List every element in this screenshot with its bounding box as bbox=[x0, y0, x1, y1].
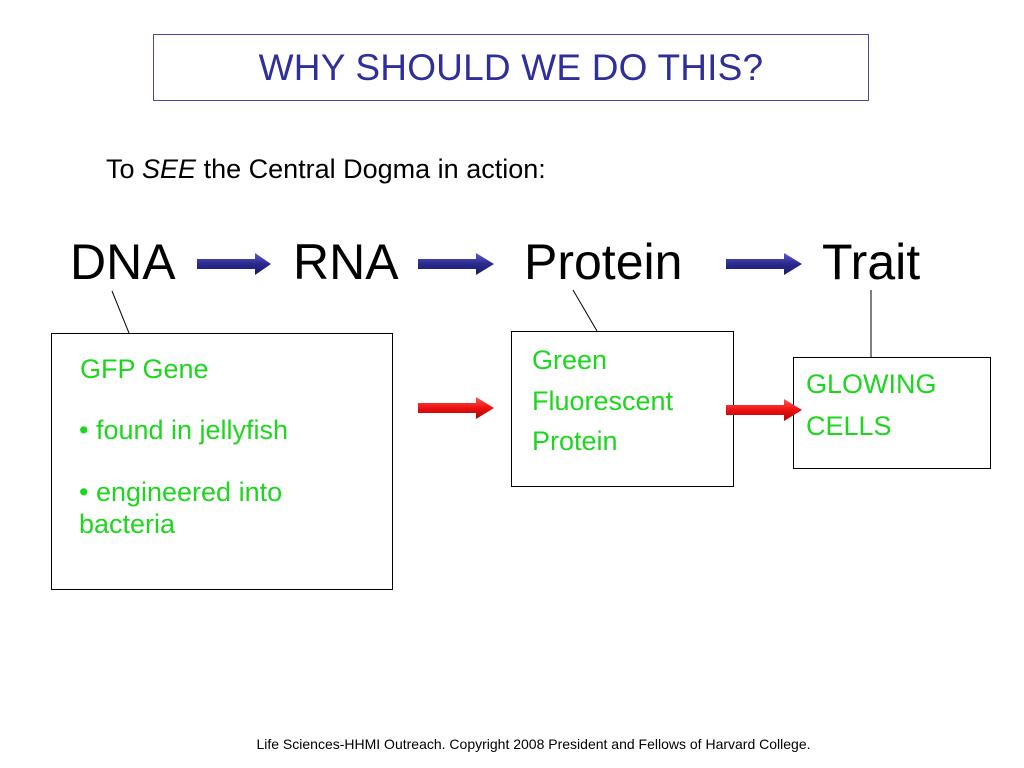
subtitle-suffix: the Central Dogma in action: bbox=[196, 154, 546, 184]
trait-line-glowing: GLOWING bbox=[806, 369, 937, 399]
gfp-protein-box bbox=[511, 331, 734, 487]
connector-protein-to-gfp bbox=[572, 289, 598, 332]
dogma-arrow-dna-rna bbox=[197, 253, 271, 275]
gfp-gene-title: GFP Gene bbox=[80, 354, 209, 384]
title-box: WHY SHOULD WE DO THIS? bbox=[153, 34, 869, 101]
gfp-gene-box bbox=[51, 333, 393, 590]
subtitle-emphasis: SEE bbox=[142, 154, 197, 184]
subtitle: To SEE the Central Dogma in action: bbox=[106, 154, 546, 185]
dogma-arrow-rna-protein bbox=[418, 253, 494, 275]
protein-line-fluorescent: Fluorescent bbox=[532, 386, 674, 416]
trait-label: Trait bbox=[822, 234, 921, 290]
protein-line-green: Green bbox=[532, 345, 608, 375]
footer-copyright: Life Sciences-HHMI Outreach. Copyright 2… bbox=[256, 736, 811, 752]
example-arrow-protein-to-cells bbox=[726, 399, 802, 421]
trait-line-cells: CELLS bbox=[806, 411, 892, 441]
dogma-arrow-protein-trait bbox=[726, 253, 802, 275]
dna-label: DNA bbox=[70, 234, 176, 290]
rna-label: RNA bbox=[293, 234, 399, 290]
protein-label: Protein bbox=[524, 234, 683, 290]
connector-dna-to-gene bbox=[111, 290, 130, 334]
subtitle-prefix: To bbox=[106, 154, 143, 184]
gfp-bullet-bacteria: • engineered into bacteria bbox=[79, 477, 283, 539]
slide-title: WHY SHOULD WE DO THIS? bbox=[258, 46, 764, 88]
protein-line-protein: Protein bbox=[532, 426, 618, 456]
gfp-bullet-jellyfish: • found in jellyfish bbox=[79, 415, 289, 445]
glowing-cells-box bbox=[793, 357, 991, 469]
example-arrow-gene-to-protein bbox=[418, 397, 494, 419]
